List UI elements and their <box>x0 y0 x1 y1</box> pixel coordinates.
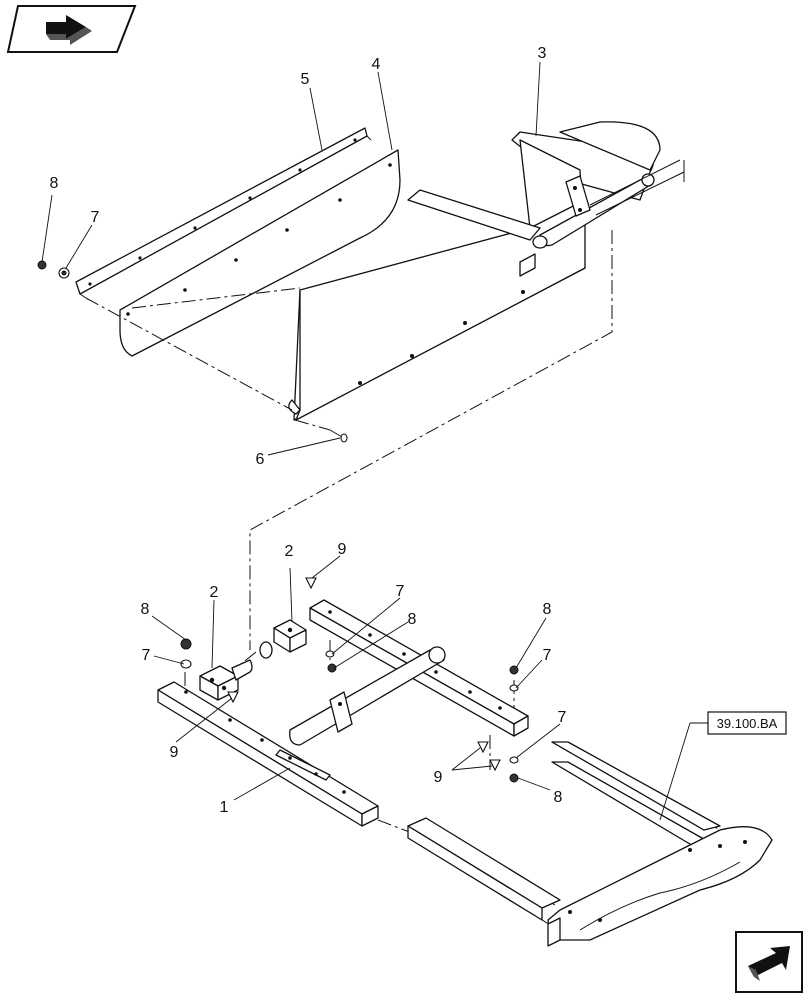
callout-8-right: 8 <box>543 601 552 618</box>
callout-6: 6 <box>256 451 265 468</box>
callout-5: 5 <box>301 71 310 88</box>
callout-7-lower: 7 <box>558 709 567 726</box>
callout-8-left: 8 <box>141 601 150 618</box>
callout-9-lower: 9 <box>434 769 443 786</box>
frame-hardware <box>180 577 519 783</box>
callout-4: 4 <box>372 56 381 73</box>
callout-3: 3 <box>538 45 547 62</box>
callout-numbers: 5 4 3 8 7 6 2 9 2 7 8 8 8 7 7 9 7 9 8 1 <box>50 45 567 816</box>
callout-7-top: 7 <box>91 209 100 226</box>
callout-9-top: 9 <box>338 541 347 558</box>
part-2-bracket-right <box>259 619 307 659</box>
reference-assembly <box>407 741 773 947</box>
callout-7-inner: 7 <box>396 583 405 600</box>
callout-8-lower: 8 <box>554 789 563 806</box>
part-6-bolt <box>329 429 348 443</box>
callout-7-right: 7 <box>543 647 552 664</box>
callout-2-right: 2 <box>285 543 294 560</box>
reference-label: 39.100.BA <box>717 716 778 731</box>
callout-8-top: 8 <box>50 175 59 192</box>
callout-9-left: 9 <box>170 744 179 761</box>
callout-1: 1 <box>220 799 229 816</box>
part-4-shield-panel <box>119 149 401 357</box>
previous-page-arrow-icon[interactable] <box>6 5 137 53</box>
part-5-strip <box>75 127 372 299</box>
hardware-top-left <box>37 260 70 279</box>
leader-lines <box>41 61 561 801</box>
part-1-rail-frame <box>157 599 529 827</box>
part-2-bracket-left <box>199 659 253 701</box>
callout-2-left: 2 <box>210 584 219 601</box>
callout-8-inner: 8 <box>408 611 417 628</box>
reference-callout[interactable]: 39.100.BA <box>659 711 787 821</box>
next-page-arrow-icon[interactable] <box>735 931 803 993</box>
part-3-large-shield <box>288 121 685 421</box>
callout-7-left: 7 <box>142 647 151 664</box>
